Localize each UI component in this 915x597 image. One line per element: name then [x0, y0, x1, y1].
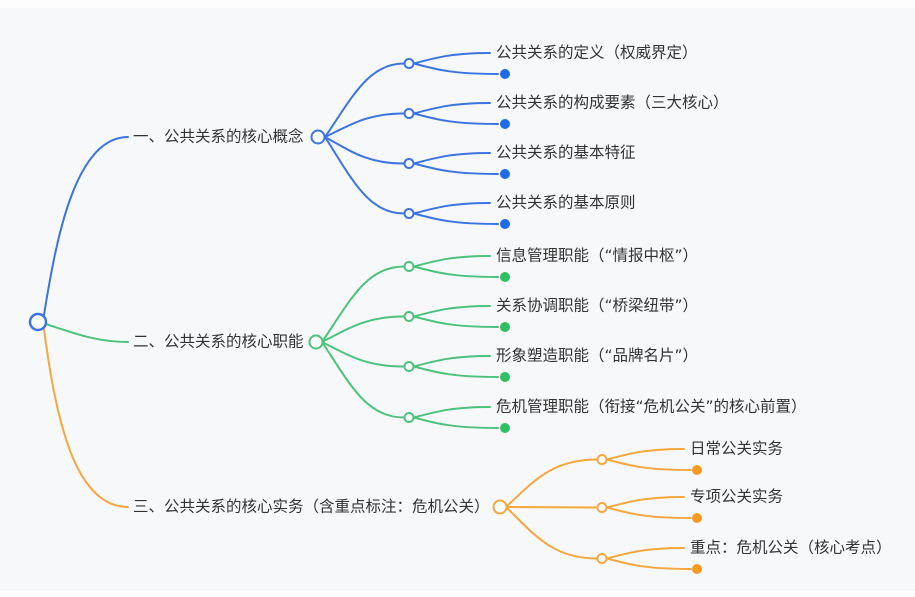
child-node-circle[interactable] [403, 311, 415, 322]
connector-branch1-child3 [324, 136, 405, 165]
connector-child-label [413, 202, 491, 215]
connector-child-dot [606, 557, 692, 570]
branch-label-2[interactable]: 二、公共关系的核心职能 [133, 332, 304, 351]
collapsed-node-dot[interactable] [692, 564, 702, 574]
connector-child-label [413, 52, 491, 65]
connector-child-dot [413, 416, 499, 429]
branch3-node-circle[interactable] [492, 499, 508, 515]
connector-child-label [606, 448, 685, 461]
connector-child-dot [606, 506, 692, 519]
collapsed-node-dot[interactable] [500, 169, 510, 179]
connector-child-dot [413, 265, 499, 278]
child-node-circle[interactable] [596, 553, 608, 564]
connector-branch2-child4 [321, 341, 405, 419]
child-label[interactable]: 信息管理职能（“情报中枢”） [496, 246, 699, 265]
collapsed-node-dot[interactable] [500, 119, 510, 129]
connector-branch2-child1 [321, 265, 405, 343]
connector-branch3-child2 [505, 506, 598, 509]
connector-branch2-child2 [321, 315, 405, 343]
collapsed-node-dot[interactable] [692, 465, 702, 475]
page-margin-bottom [0, 591, 915, 597]
child-label[interactable]: 专项公关实务 [690, 487, 784, 506]
collapsed-node-dot[interactable] [500, 272, 510, 282]
connector-child-label [413, 102, 491, 115]
collapsed-node-dot[interactable] [500, 372, 510, 382]
connector-child-label [413, 355, 491, 368]
connector-branch1-child2 [324, 112, 405, 138]
collapsed-node-dot[interactable] [692, 513, 702, 523]
branch2-node-circle[interactable] [308, 334, 324, 350]
connector-child-label [606, 496, 685, 509]
collapsed-node-dot[interactable] [500, 219, 510, 229]
child-node-circle[interactable] [403, 261, 415, 272]
child-label[interactable]: 公共关系的构成要素（三大核心） [496, 93, 729, 112]
connector-child-dot [413, 212, 499, 225]
connector-child-label [413, 255, 491, 268]
connector-root-branch1 [43, 136, 129, 316]
child-label[interactable]: 重点：危机公关（核心考点） [690, 538, 892, 557]
connector-branch1-child4 [324, 136, 405, 215]
connector-branch2-child3 [321, 341, 405, 368]
connector-child-label [606, 547, 685, 560]
child-node-circle[interactable] [596, 454, 608, 465]
child-label[interactable]: 关系协调职能（“桥梁纽带”） [496, 296, 699, 315]
connector-child-dot [413, 315, 499, 328]
connector-branch1-child1 [324, 62, 405, 138]
child-node-circle[interactable] [403, 158, 415, 169]
connector-child-label [413, 152, 491, 165]
connector-child-label [413, 305, 491, 318]
child-node-circle[interactable] [403, 58, 415, 69]
child-node-circle[interactable] [403, 361, 415, 372]
connector-child-dot [413, 112, 499, 125]
child-label[interactable]: 公共关系的基本特征 [496, 143, 636, 162]
connector-child-dot [606, 458, 692, 471]
page-margin-top [0, 0, 915, 8]
connector-root-branch3 [43, 328, 129, 508]
collapsed-node-dot[interactable] [500, 69, 510, 79]
child-node-circle[interactable] [403, 412, 415, 423]
child-node-circle[interactable] [403, 108, 415, 119]
connector-child-dot [413, 162, 499, 175]
connector-child-dot [413, 62, 499, 75]
connector-branch3-child3 [505, 506, 598, 560]
branch1-node-circle[interactable] [310, 129, 326, 145]
child-label[interactable]: 危机管理职能（衔接“危机公关”的核心前置） [496, 397, 807, 416]
connector-child-label [413, 406, 491, 419]
child-label[interactable]: 形象塑造职能（“品牌名片”） [496, 346, 699, 365]
collapsed-node-dot[interactable] [500, 322, 510, 332]
branch-label-3[interactable]: 三、公共关系的核心实务（含重点标注：危机公关） [133, 497, 490, 516]
connector-branch3-child1 [505, 458, 598, 508]
child-label[interactable]: 公共关系的基本原则 [496, 193, 636, 212]
child-node-circle[interactable] [596, 502, 608, 513]
connector-root-branch2 [45, 323, 129, 343]
child-label[interactable]: 公共关系的定义（权威界定） [496, 43, 698, 62]
child-node-circle[interactable] [403, 208, 415, 219]
connector-child-dot [413, 365, 499, 378]
branch-label-1[interactable]: 一、公共关系的核心概念 [133, 127, 304, 146]
collapsed-node-dot[interactable] [500, 423, 510, 433]
child-label[interactable]: 日常公关实务 [690, 439, 784, 458]
root-node-circle[interactable] [28, 312, 48, 332]
